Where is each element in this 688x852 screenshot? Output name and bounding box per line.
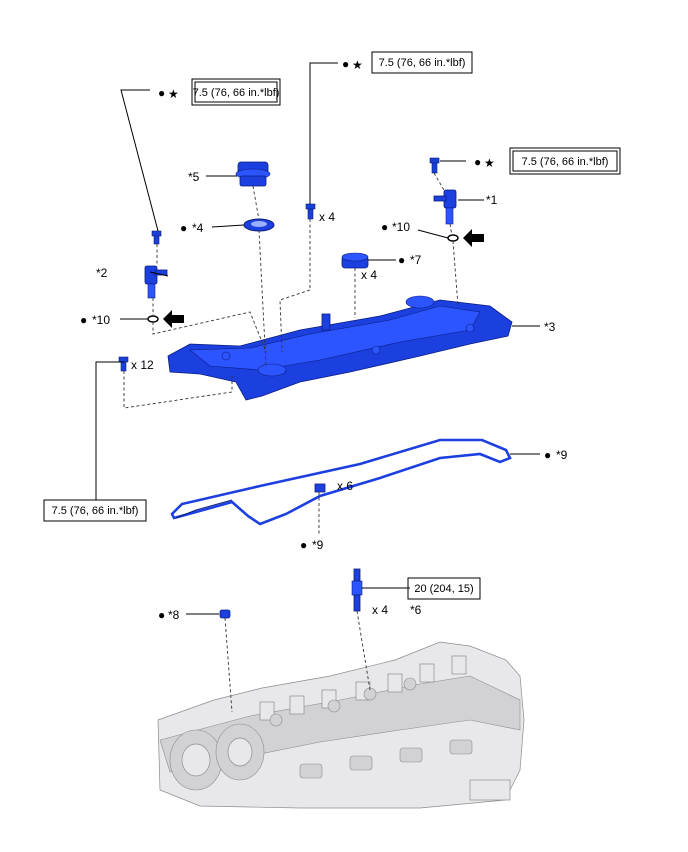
spark-plug-tube-gasket bbox=[341, 252, 369, 269]
torque-box-4: 7.5 (76, 66 in.*lbf) bbox=[43, 499, 147, 522]
dot-symbol: ● bbox=[158, 86, 165, 100]
qty-seal: x 4 bbox=[361, 268, 377, 282]
callout-7: *7 bbox=[410, 253, 422, 267]
leader-lines bbox=[95, 62, 540, 615]
dot-symbol: ● bbox=[180, 221, 187, 235]
arrow-right bbox=[463, 229, 484, 247]
dot-symbol: ● bbox=[398, 253, 405, 267]
part-8 bbox=[219, 609, 231, 619]
torque-box-5: 20 (204, 15) bbox=[407, 577, 481, 600]
callout-2: *2 bbox=[96, 266, 108, 280]
oil-filler-cap bbox=[235, 161, 271, 187]
spark-plug bbox=[351, 568, 363, 612]
dot-symbol: ● bbox=[342, 57, 349, 71]
callout-10a: *10 bbox=[392, 220, 410, 234]
torque-value-1: 7.5 (76, 66 in.*lbf) bbox=[193, 87, 280, 99]
o-ring-right bbox=[447, 234, 459, 242]
torque-value-4: 7.5 (76, 66 in.*lbf) bbox=[52, 505, 139, 517]
cylinder-head-cover bbox=[167, 295, 513, 401]
star-symbol: ★ bbox=[352, 58, 363, 72]
dot-symbol: ● bbox=[80, 313, 87, 327]
callout-10b: *10 bbox=[92, 313, 110, 327]
callout-8: *8 bbox=[168, 608, 180, 622]
dot-symbol: ● bbox=[300, 538, 307, 552]
torque-value-3: 7.5 (76, 66 in.*lbf) bbox=[522, 156, 609, 168]
qty-gasket-seals: x 6 bbox=[337, 479, 353, 493]
camshaft-position-sensor-left bbox=[144, 265, 168, 299]
callout-1: *1 bbox=[486, 193, 498, 207]
bolt-center bbox=[305, 203, 316, 220]
torque-box-1: 7.5 (76, 66 in.*lbf) bbox=[191, 78, 281, 106]
cylinder-head bbox=[157, 641, 525, 809]
qty-spark-plugs: x 4 bbox=[372, 603, 388, 617]
dot-symbol: ● bbox=[158, 608, 165, 622]
bolt-cover bbox=[118, 356, 129, 372]
arrow-left bbox=[163, 310, 184, 328]
torque-box-3: 7.5 (76, 66 in.*lbf) bbox=[509, 147, 621, 175]
callout-labels: *1 *2 *3 ● *4 *5 *6 ● *7 ● *8 ● *9 ● *9 … bbox=[80, 170, 568, 622]
callout-6: *6 bbox=[410, 603, 422, 617]
callout-4: *4 bbox=[192, 221, 204, 235]
callout-5: *5 bbox=[188, 170, 200, 184]
quantity-labels: x 4 x 4 x 12 x 6 x 4 bbox=[131, 210, 388, 617]
torque-box-2: 7.5 (76, 66 in.*lbf) bbox=[371, 51, 473, 74]
torque-value-2: 7.5 (76, 66 in.*lbf) bbox=[379, 57, 466, 69]
star-symbol: ★ bbox=[484, 156, 495, 170]
qty-bolts-center: x 4 bbox=[319, 210, 335, 224]
callout-3: *3 bbox=[544, 320, 556, 334]
callout-9b: *9 bbox=[312, 538, 324, 552]
dot-symbol: ● bbox=[381, 220, 388, 234]
qty-cover-bolts: x 12 bbox=[131, 358, 154, 372]
assembly-lines bbox=[123, 172, 459, 713]
callout-9a: *9 bbox=[556, 448, 568, 462]
bolt-left bbox=[151, 230, 162, 245]
camshaft-position-sensor-right bbox=[433, 189, 457, 225]
cylinder-head-cover-gasket bbox=[170, 438, 512, 526]
dot-symbol: ● bbox=[544, 448, 551, 462]
torque-value-5: 20 (204, 15) bbox=[414, 583, 473, 595]
dot-symbol: ● bbox=[474, 155, 481, 169]
star-symbol: ★ bbox=[168, 87, 179, 101]
o-ring-left bbox=[147, 315, 159, 323]
bolt-right bbox=[429, 157, 440, 174]
